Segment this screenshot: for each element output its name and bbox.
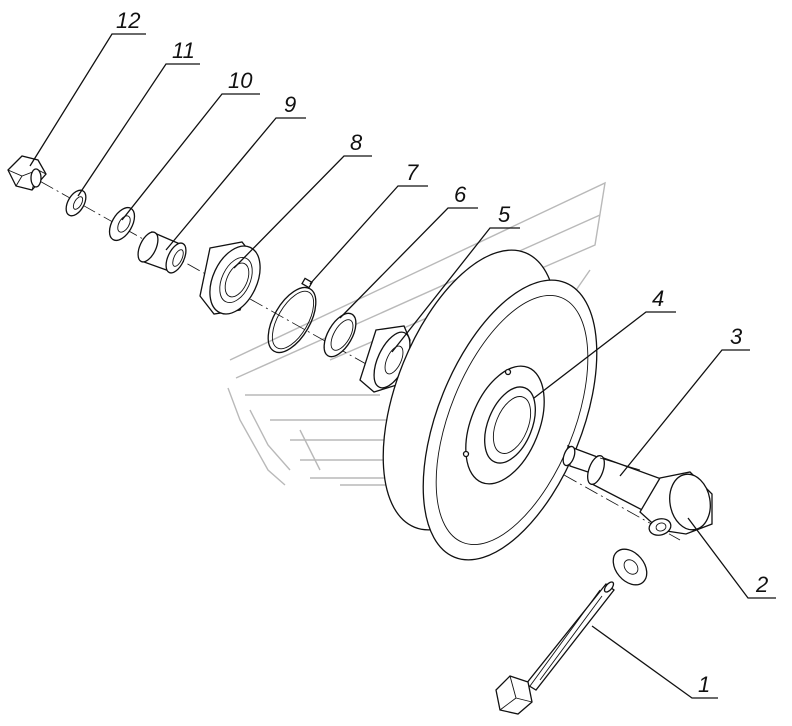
part-12-hex-nut	[7, 155, 47, 191]
part-3-axle	[562, 445, 665, 515]
part-10-flat-washer	[108, 206, 136, 242]
callout-9: 9	[284, 92, 296, 117]
part-4-pulley	[382, 249, 598, 561]
part-8-bearing	[199, 241, 261, 315]
callout-labels: 12 11 10 9 8 7 6 5 4 3 2 1	[116, 8, 768, 697]
callout-11: 11	[172, 38, 195, 63]
part-6-spacer-ring	[323, 312, 357, 358]
callout-6: 6	[454, 182, 467, 207]
callout-12: 12	[116, 8, 140, 33]
part-1-bolt	[495, 548, 648, 715]
callout-7: 7	[406, 160, 419, 185]
callout-5: 5	[498, 202, 511, 227]
callout-4: 4	[652, 286, 664, 311]
part-9-bushing	[137, 231, 187, 274]
part-7-retaining-ring	[267, 277, 317, 354]
part-5-sleeve	[359, 325, 411, 393]
part-2-clamp-block	[639, 471, 713, 536]
center-axis	[19, 169, 681, 541]
callout-8: 8	[350, 130, 363, 155]
callout-2: 2	[755, 572, 768, 597]
callout-10: 10	[228, 68, 253, 93]
leader-lines	[29, 33, 776, 699]
callout-1: 1	[698, 672, 710, 697]
callout-3: 3	[730, 324, 743, 349]
part-11-lock-washer	[65, 189, 87, 217]
